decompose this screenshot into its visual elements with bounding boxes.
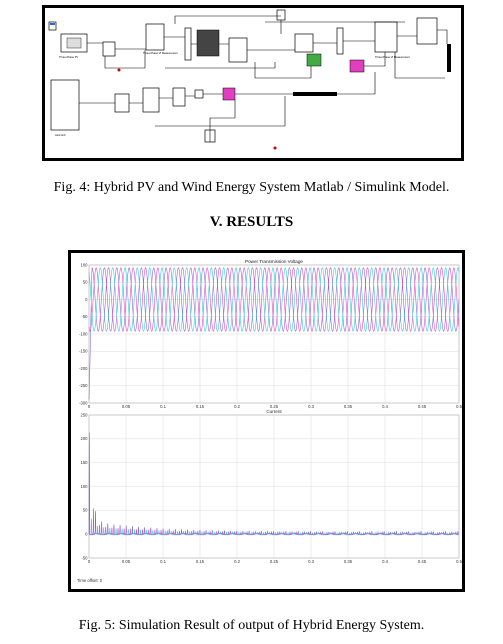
scope-block-1	[349, 59, 365, 73]
x-tick-label: 0.45	[418, 559, 427, 564]
bus-block-2	[336, 27, 344, 55]
figure-4-caption: Fig. 4: Hybrid PV and Wind Energy System…	[53, 180, 450, 195]
y-tick-label: 0	[85, 532, 88, 537]
measure-block-2	[294, 33, 314, 53]
x-tick-label: 0.05	[122, 559, 131, 564]
x-tick-label: 0.1	[160, 559, 166, 564]
simulink-model-canvas: Three-Phase PV wind turb Three-Phase VI …	[45, 8, 461, 158]
series-line-1	[88, 267, 460, 400]
svg-text:Three-Phase VI Measurement: Three-Phase VI Measurement	[375, 55, 410, 59]
clock-block	[276, 9, 286, 21]
series-line-3	[88, 267, 460, 332]
x-tick-label: 0.2	[234, 559, 240, 564]
pwm-generator-block	[306, 53, 322, 67]
scope-block-2	[222, 87, 236, 101]
y-tick-label: 0	[85, 297, 88, 302]
y-tick-label: -100	[79, 331, 88, 336]
y-tick-label: 200	[81, 436, 89, 441]
measure-block-3	[172, 87, 186, 107]
x-tick-label: 0.25	[270, 559, 279, 564]
svg-text:Three-Phase PV: Three-Phase PV	[59, 55, 78, 59]
x-tick-label: 0.1	[160, 404, 166, 409]
boost-converter-block	[142, 87, 160, 113]
y-tick-label: 50	[83, 508, 88, 513]
constant-block	[194, 89, 204, 99]
plot-title: Power Transmission Voltage	[245, 259, 303, 264]
y-tick-label: 150	[81, 460, 89, 465]
x-tick-label: 0.5	[456, 404, 462, 409]
source-block	[48, 21, 57, 31]
load-measure-block	[374, 21, 398, 53]
x-tick-label: 0.35	[344, 559, 353, 564]
rectifier-block	[114, 93, 130, 113]
grid-block	[416, 17, 438, 45]
bus-block	[184, 27, 192, 61]
x-tick-label: 0.15	[196, 559, 205, 564]
x-tick-label: 0.4	[382, 559, 388, 564]
series-line-2	[88, 267, 460, 332]
y-tick-label: -150	[79, 349, 88, 354]
x-tick-label: 0.3	[308, 404, 314, 409]
y-tick-label: -250	[79, 383, 88, 388]
three-phase-measure-block	[145, 23, 165, 51]
x-tick-label: 0.45	[418, 404, 427, 409]
y-tick-label: -50	[81, 314, 88, 319]
plot-title: Current	[266, 409, 282, 414]
y-tick-label: -50	[81, 555, 88, 560]
simulink-diagram: Three-Phase PV wind turb Three-Phase VI …	[48, 9, 451, 150]
transformer-block	[228, 37, 248, 63]
y-tick-label: 100	[81, 262, 89, 267]
x-tick-label: 0.25	[270, 404, 279, 409]
series-line-1	[88, 432, 460, 536]
bus-block-4	[293, 92, 337, 96]
y-tick-label: 50	[83, 280, 88, 285]
inverter-block	[196, 29, 220, 57]
x-tick-label: 0.35	[344, 404, 353, 409]
y-tick-label: 100	[81, 484, 89, 489]
voltage-plot: Power Transmission Voltage 100 50 0 -50 -100 -…	[79, 259, 462, 409]
x-tick-label: 0.3	[308, 559, 314, 564]
x-tick-label: 0.4	[382, 404, 388, 409]
x-tick-label: 0	[88, 559, 91, 564]
y-tick-label: -200	[79, 366, 88, 371]
x-tick-label: 0.05	[122, 404, 131, 409]
simulink-model-figure: Three-Phase PV wind turb Three-Phase VI …	[42, 5, 464, 161]
section-heading: V. RESULTS	[209, 214, 294, 230]
scope-plot: Power Transmission Voltage100500-50-100-…	[77, 259, 463, 583]
x-tick-label: 0.15	[196, 404, 205, 409]
time-offset-label: Time offset: 0	[77, 578, 103, 583]
bus-block-3	[447, 44, 451, 72]
y-tick-label: -300	[79, 400, 88, 405]
x-tick-label: 0	[88, 404, 91, 409]
x-tick-label: 0.5	[456, 559, 462, 564]
figure-5-caption: Fig. 5: Simulation Result of output of H…	[78, 618, 425, 633]
wind-turbine-block	[50, 79, 80, 131]
converter-block	[102, 41, 116, 57]
svg-text:Three-Phase VI Measurement: Three-Phase VI Measurement	[143, 51, 178, 55]
x-tick-label: 0.2	[234, 404, 240, 409]
y-tick-label: 250	[81, 412, 89, 417]
svg-text:wind turb: wind turb	[55, 133, 66, 137]
series-line-3	[88, 518, 460, 536]
